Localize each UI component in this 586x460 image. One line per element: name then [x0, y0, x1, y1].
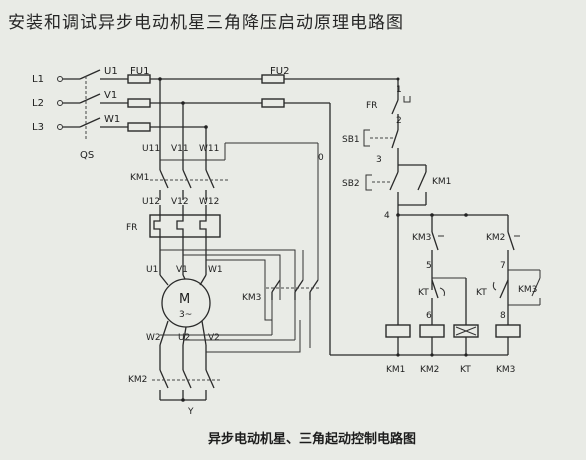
diagram-caption: 异步电动机星、三角起动控制电路图	[208, 432, 417, 447]
label-coil-KM3: KM3	[496, 365, 515, 375]
label-QS: QS	[80, 150, 94, 161]
supply-lines: L1 L2 L3 QS U1 V1 W1	[32, 66, 128, 161]
label-node8: 8	[500, 311, 506, 321]
label-U1-in: U1	[104, 66, 118, 77]
thermal-relay-FR: FR	[126, 214, 221, 275]
label-L2: L2	[32, 98, 44, 109]
label-motor-V2: V2	[208, 333, 220, 343]
label-FR-ctrl: FR	[366, 101, 377, 111]
label-motor-V1: V1	[176, 265, 188, 275]
label-star-Y: Y	[187, 407, 194, 417]
control-circuit: FR 1 2 SB1 3 SB2	[330, 85, 541, 375]
label-coil-KM2: KM2	[420, 365, 439, 375]
label-V12: V12	[171, 197, 189, 207]
label-motor-W1: W1	[208, 265, 223, 275]
diagram-title: 安装和调试异步电动机星三角降压启动原理电路图	[8, 13, 404, 33]
label-coil-KT: KT	[460, 365, 471, 375]
label-L3: L3	[32, 122, 44, 133]
label-node6: 6	[426, 311, 432, 321]
label-U11: U11	[142, 144, 160, 154]
label-L1: L1	[32, 74, 44, 85]
label-KM1-hold: KM1	[432, 177, 451, 187]
phase-conductors: U11 V11 W11	[142, 77, 226, 165]
fuse-FU2: FU2	[261, 66, 400, 355]
label-FU1: FU1	[130, 66, 149, 77]
fuse-FU1: FU1	[127, 66, 262, 132]
motor: U1 V1 W1 M 3~ W2 U2 V2	[146, 249, 301, 370]
label-KM2-nc: KM2	[486, 233, 505, 243]
label-KM1-main: KM1	[130, 173, 149, 183]
label-W1-in: W1	[104, 114, 120, 125]
motor-phase: 3~	[179, 310, 192, 320]
label-node0: 0	[318, 153, 324, 163]
label-W12: W12	[199, 197, 219, 207]
contactor-KM3-delta: KM3 0	[160, 142, 324, 348]
label-KM3-hold: KM3	[518, 285, 537, 295]
label-W11: W11	[199, 144, 219, 154]
label-U12: U12	[142, 197, 160, 207]
label-node4: 4	[384, 211, 390, 221]
label-V11: V11	[171, 144, 189, 154]
label-node3: 3	[376, 155, 382, 165]
label-KM3-nc: KM3	[412, 233, 431, 243]
label-node7: 7	[500, 261, 506, 271]
label-coil-KM1: KM1	[386, 365, 405, 375]
motor-symbol: M	[179, 292, 190, 307]
contactor-KM1-main: KM1 U12 V12 W12	[130, 165, 230, 215]
label-SB1: SB1	[342, 135, 360, 145]
label-node2: 2	[396, 116, 402, 126]
label-KT-b: KT	[476, 288, 487, 298]
label-KT-a: KT	[418, 288, 429, 298]
label-node1: 1	[396, 85, 402, 95]
label-KM3-main: KM3	[242, 293, 261, 303]
label-node5: 5	[426, 261, 432, 271]
label-SB2: SB2	[342, 179, 360, 189]
label-FU2: FU2	[270, 66, 289, 77]
label-KM2-main: KM2	[128, 375, 147, 385]
contactor-KM2-star: KM2 Y	[128, 369, 222, 417]
label-V1-in: V1	[104, 90, 117, 101]
label-FR-main: FR	[126, 223, 137, 233]
label-motor-U1: U1	[146, 265, 158, 275]
label-motor-W2: W2	[146, 333, 161, 343]
